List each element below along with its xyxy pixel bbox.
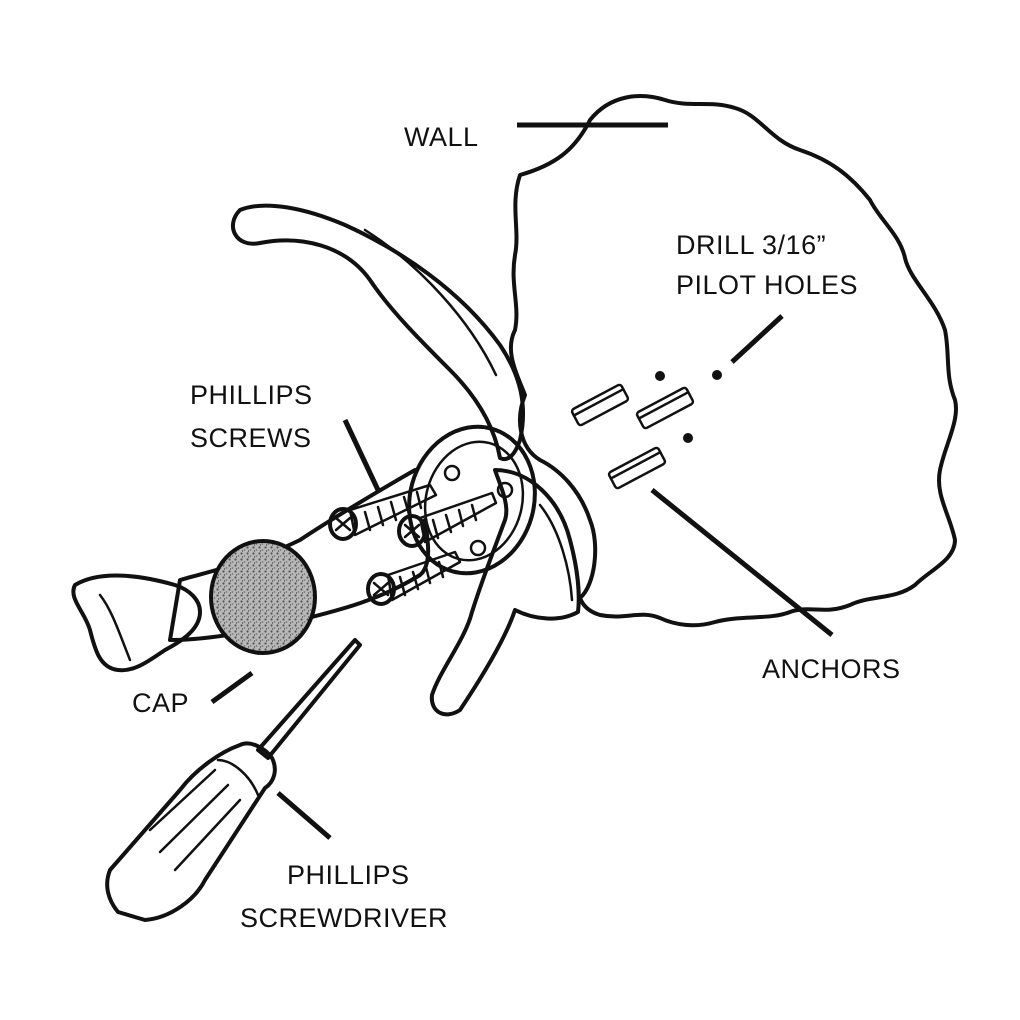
label-wall: WALL: [404, 122, 479, 152]
pilot-hole: [712, 370, 722, 380]
mounting-flange: [407, 424, 537, 576]
label-anchors: ANCHORS: [762, 654, 901, 684]
phillips-screwdriver: [105, 638, 362, 922]
label-phillips-screws-line1: PHILLIPS: [190, 380, 313, 410]
phillips-screw: [328, 483, 438, 541]
hook-handle: [71, 573, 202, 673]
pilot-holes-leader-line: [730, 314, 784, 364]
pilot-hole: [683, 433, 693, 443]
flange-screw-hole: [443, 464, 461, 482]
phillips-screw: [397, 491, 498, 548]
anchor: [635, 386, 695, 430]
anchor: [607, 446, 667, 490]
cap: [209, 539, 317, 655]
hook-body: [168, 468, 431, 642]
label-phillips-screwdriver-line2: SCREWDRIVER: [240, 903, 449, 933]
flange-screw-hole: [496, 481, 514, 499]
anchor: [570, 383, 630, 427]
pilot-hole: [655, 371, 665, 381]
label-drill-pilot-holes-line2: PILOT HOLES: [676, 270, 859, 300]
hook-upper-arm: [230, 203, 526, 461]
anchors-leader-line: [650, 488, 834, 637]
cap-leader-line: [210, 670, 254, 705]
hook-lower-arm: [429, 468, 581, 717]
screws-leader-line: [342, 418, 381, 492]
label-drill-pilot-holes-line1: DRILL 3/16”: [676, 230, 827, 260]
label-phillips-screws-line2: SCREWS: [190, 423, 312, 453]
screwdriver-leader-line: [276, 791, 332, 840]
label-phillips-screwdriver-line1: PHILLIPS: [287, 860, 410, 890]
phillips-screw: [366, 550, 462, 606]
flange-screw-hole: [469, 539, 487, 557]
wall-piece: [508, 94, 958, 628]
label-cap: CAP: [132, 688, 190, 718]
